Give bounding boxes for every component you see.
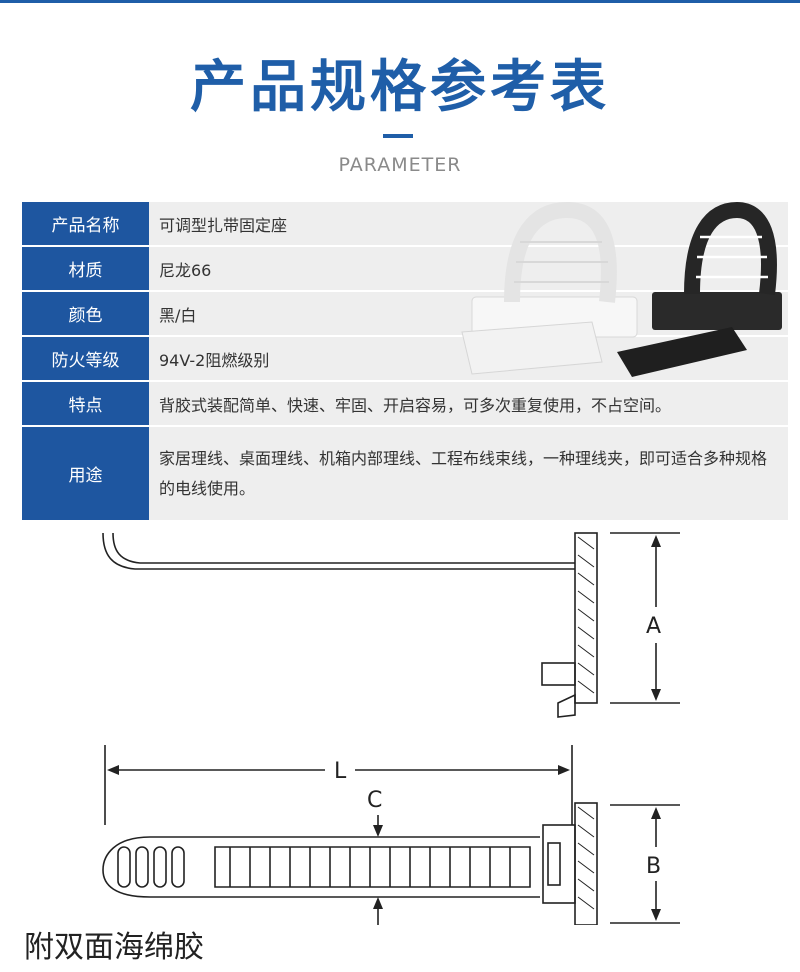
label-a: A — [646, 614, 661, 639]
side-view-tab — [541, 662, 576, 686]
label-l: L — [334, 759, 347, 784]
adhesive-caption: 附双面海绵胶 — [24, 930, 204, 965]
spec-row-features: 特点 背胶式装配简单、快速、牢固、开启容易，可多次重复使用，不占空间。 — [22, 382, 788, 425]
spec-label: 产品名称 — [22, 202, 149, 245]
spec-label: 特点 — [22, 382, 149, 425]
spec-label: 用途 — [22, 427, 149, 520]
spec-label: 防火等级 — [22, 337, 149, 380]
spec-value: 可调型扎带固定座 — [149, 202, 788, 245]
black-clip-image — [617, 202, 782, 377]
dimension-diagram: A L C B — [102, 532, 680, 925]
spec-label: 颜色 — [22, 292, 149, 335]
label-c: C — [367, 788, 382, 813]
product-photo — [461, 202, 782, 377]
spec-row-usage: 用途 家居理线、桌面理线、机箱内部理线、工程布线束线，一种理线夹，即可适合多种规… — [22, 427, 788, 520]
white-clip-image — [461, 202, 638, 375]
top-view-base — [574, 802, 598, 925]
spec-value: 家居理线、桌面理线、机箱内部理线、工程布线束线，一种理线夹，即可适合多种规格的电… — [149, 427, 788, 520]
side-view-strap — [102, 532, 575, 570]
top-view-strap — [102, 802, 680, 925]
top-accent-line — [0, 0, 800, 3]
spec-row-name: 产品名称 可调型扎带固定座 — [22, 202, 788, 245]
page-subtitle: PARAMETER — [338, 154, 462, 176]
label-b: B — [646, 854, 661, 879]
spec-row-material: 材质 尼龙66 — [22, 247, 788, 290]
spec-value: 尼龙66 — [149, 247, 788, 290]
spec-value: 背胶式装配简单、快速、牢固、开启容易，可多次重复使用，不占空间。 — [149, 382, 788, 425]
side-view-base — [574, 532, 598, 704]
spec-label: 材质 — [22, 247, 149, 290]
page-title: 产品规格参考表 — [190, 55, 610, 120]
title-underline — [383, 134, 413, 138]
